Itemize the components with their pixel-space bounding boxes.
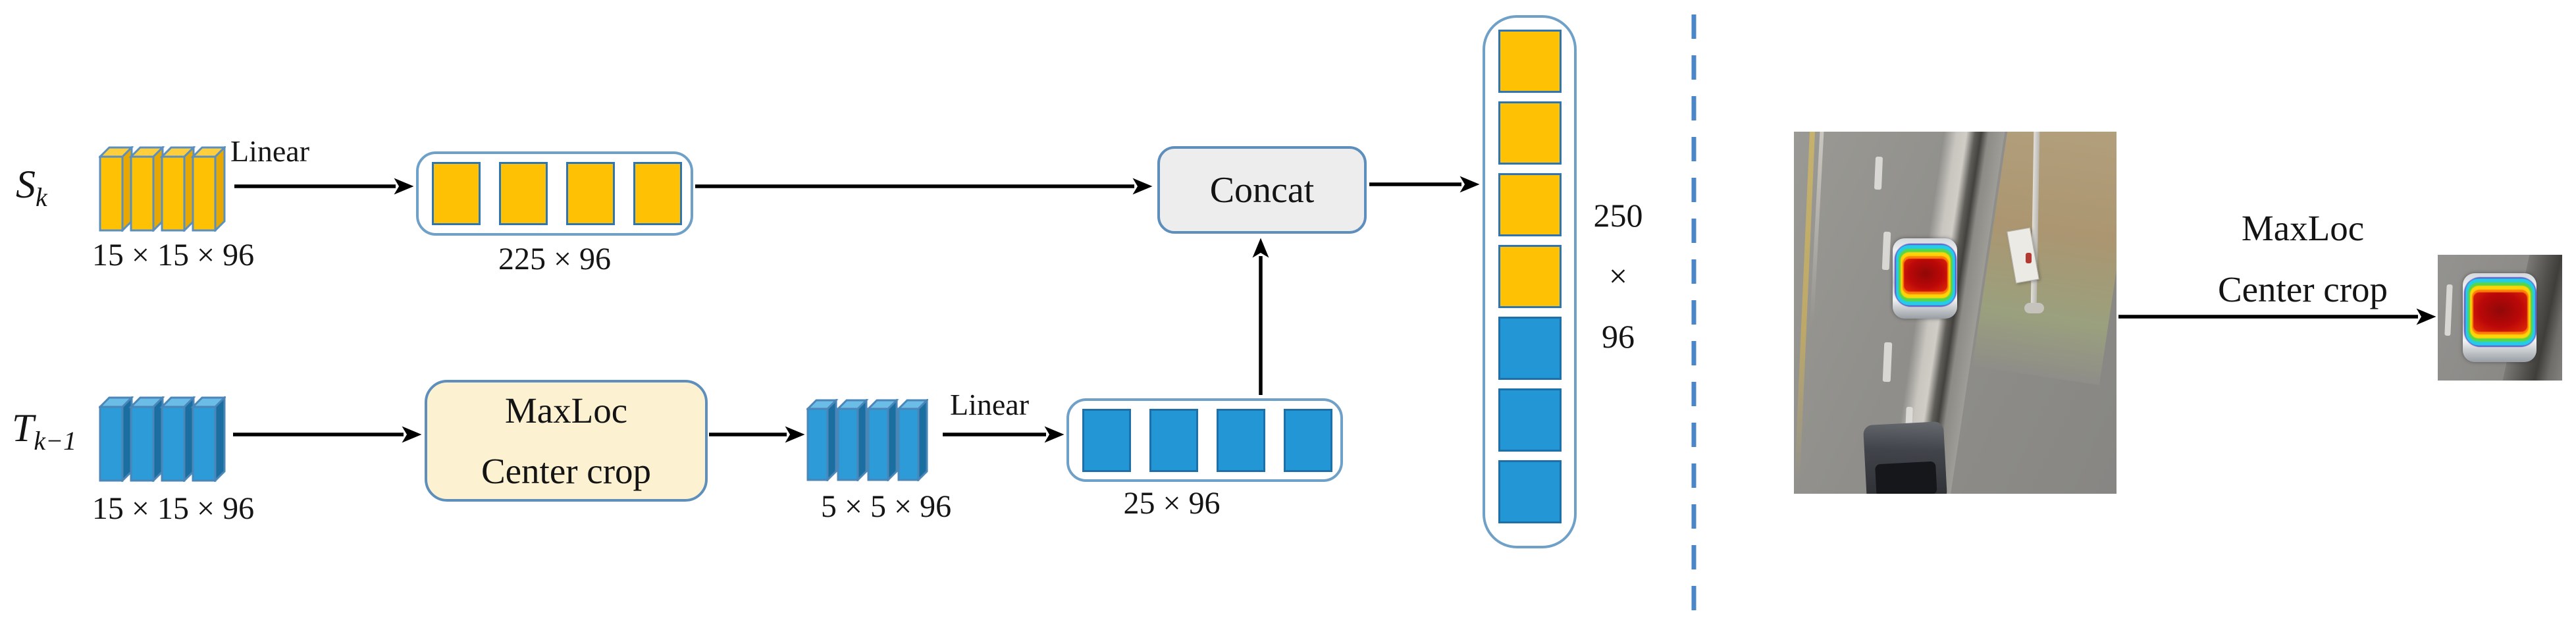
tk-feature-blocks-3d <box>97 395 227 485</box>
maxloc-center-crop-box: MaxLoc Center crop <box>425 380 708 502</box>
heatmap-core <box>1904 259 1947 292</box>
target-car <box>1893 238 1957 319</box>
crop-target-car <box>2463 273 2537 362</box>
tk-label-sub: k−1 <box>34 426 77 456</box>
stack-square-yellow <box>1498 245 1562 308</box>
stack-square-blue <box>1498 388 1562 452</box>
heatmap-overlay <box>1895 244 1957 307</box>
sk-dims-label: 15 × 15 × 96 <box>92 238 255 273</box>
search-region-photo <box>1794 132 2116 494</box>
pole-base <box>2024 303 2044 313</box>
maxloc-caption-line2: Center crop <box>2217 269 2388 309</box>
stack-dims-line3: 96 <box>1602 318 1635 355</box>
red-marker-object <box>2026 253 2032 263</box>
stack-dims-label: 250 × 96 <box>1585 196 1651 356</box>
seq-top-dims-label: 225 × 96 <box>498 242 612 276</box>
tk-label: Tk−1 <box>12 406 76 456</box>
sequence-box-25x96 <box>1066 398 1343 482</box>
sk-label-base: S <box>16 163 36 206</box>
output-stack-box-250x96 <box>1483 15 1577 548</box>
crop-heatmap-core <box>2473 292 2527 332</box>
search-feature-square <box>566 162 615 225</box>
crop-heatmap-overlay <box>2464 277 2537 347</box>
stack-square-blue <box>1498 317 1562 380</box>
stack-square-blue <box>1498 460 1562 523</box>
linear-bottom-label: Linear <box>950 388 1030 421</box>
concat-label: Concat <box>1209 169 1315 211</box>
cropped-feature-blocks-3d <box>805 398 930 485</box>
crop-lane-marking-dash <box>2444 284 2453 336</box>
tk-dims-label: 15 × 15 × 96 <box>92 491 255 526</box>
lane-marking-dash <box>1881 231 1891 271</box>
sk-label-sub: k <box>36 182 47 212</box>
stack-dims-line2: × <box>1608 257 1628 294</box>
sk-feature-blocks-3d <box>97 145 227 235</box>
cropped-result-image <box>2438 255 2562 381</box>
maxloc-caption-line1: MaxLoc <box>2241 208 2365 248</box>
search-feature-square <box>633 162 682 225</box>
template-feature-square <box>1284 408 1332 472</box>
template-feature-square <box>1217 408 1265 472</box>
sequence-box-225x96 <box>416 151 693 236</box>
maxloc-caption: MaxLoc Center crop <box>2184 198 2421 320</box>
sk-label: Sk <box>16 162 47 213</box>
stack-dims-line1: 250 <box>1593 197 1643 234</box>
template-feature-square <box>1149 408 1198 472</box>
stack-square-yellow <box>1498 101 1562 165</box>
maxloc-box-line1: MaxLoc <box>504 390 628 431</box>
search-feature-square <box>432 162 481 225</box>
seq-bottom-dims-label: 25 × 96 <box>1123 486 1221 521</box>
distractor-car <box>1862 421 1948 494</box>
linear-top-label: Linear <box>230 134 310 168</box>
maxloc-box-line2: Center crop <box>481 450 652 491</box>
stack-square-yellow <box>1498 30 1562 93</box>
stack-square-yellow <box>1498 173 1562 236</box>
tk-label-base: T <box>12 406 34 450</box>
distractor-car-windshield <box>1874 461 1937 494</box>
template-feature-square <box>1082 408 1131 472</box>
lane-marking-dash <box>1882 342 1893 382</box>
lane-marking-dash <box>1874 156 1883 190</box>
concat-box: Concat <box>1157 146 1367 234</box>
cropped-dims-label: 5 × 5 × 96 <box>820 489 952 524</box>
search-feature-square <box>499 162 548 225</box>
